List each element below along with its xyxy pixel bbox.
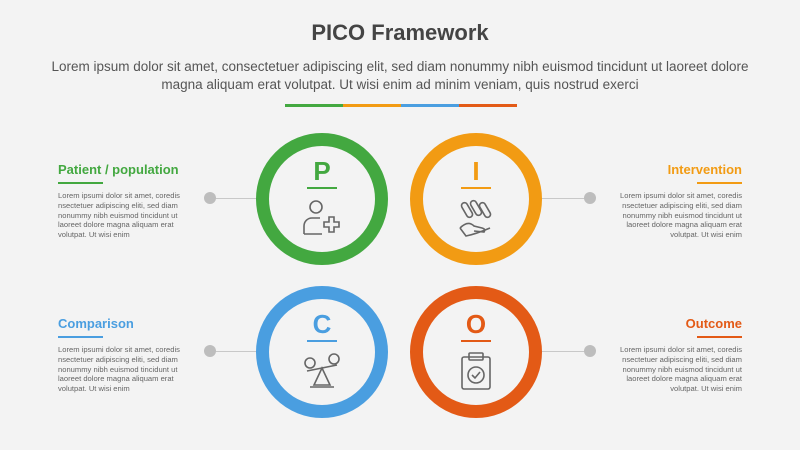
heading-underline-patient bbox=[58, 182, 103, 184]
letter-underline-p bbox=[307, 187, 337, 189]
text-intervention: Lorem ipsumi dolor sit amet, coredis nse… bbox=[620, 191, 742, 240]
circle-outcome: O bbox=[410, 286, 542, 418]
user-plus-icon bbox=[302, 198, 342, 238]
text-outcome: Lorem ipsumi dolor sit amet, coredis nse… bbox=[620, 345, 742, 394]
circle-patient: P bbox=[256, 133, 388, 265]
balance-scale-icon bbox=[302, 351, 342, 391]
letter-p: P bbox=[313, 156, 331, 186]
connector-p bbox=[212, 198, 262, 199]
clipboard-check-icon bbox=[456, 351, 496, 391]
page-title: PICO Framework bbox=[311, 20, 489, 45]
connector-dot-c bbox=[204, 345, 216, 357]
connector-dot-o bbox=[584, 345, 596, 357]
letter-underline-o bbox=[461, 340, 491, 342]
heading-underline-intervention bbox=[697, 182, 742, 184]
text-comparison: Lorem ipsumi dolor sit amet, coredis nse… bbox=[58, 345, 180, 394]
letter-i: I bbox=[472, 156, 480, 186]
divider-blue bbox=[401, 104, 459, 107]
heading-outcome: Outcome bbox=[685, 316, 742, 331]
heading-intervention: Intervention bbox=[667, 162, 742, 177]
heading-underline-outcome bbox=[697, 336, 742, 338]
connector-dot-p bbox=[204, 192, 216, 204]
heading-underline-comparison bbox=[58, 336, 103, 338]
hand-pills-icon bbox=[456, 198, 496, 238]
connector-c bbox=[212, 351, 262, 352]
heading-comparison: Comparison bbox=[58, 316, 134, 331]
letter-underline-c bbox=[307, 340, 337, 342]
letter-underline-i bbox=[461, 187, 491, 189]
letter-c: C bbox=[312, 309, 332, 339]
divider-red bbox=[459, 104, 517, 107]
circle-comparison: C bbox=[256, 286, 388, 418]
divider-green bbox=[285, 104, 343, 107]
divider-orange bbox=[343, 104, 401, 107]
circle-intervention: I bbox=[410, 133, 542, 265]
connector-i bbox=[540, 198, 590, 199]
heading-patient: Patient / population bbox=[58, 162, 179, 177]
page-subtitle: Lorem ipsum dolor sit amet, consectetuer… bbox=[51, 59, 749, 92]
letter-o: O bbox=[465, 309, 487, 339]
text-patient: Lorem ipsumi dolor sit amet, coredis nse… bbox=[58, 191, 180, 240]
connector-o bbox=[540, 351, 590, 352]
connector-dot-i bbox=[584, 192, 596, 204]
